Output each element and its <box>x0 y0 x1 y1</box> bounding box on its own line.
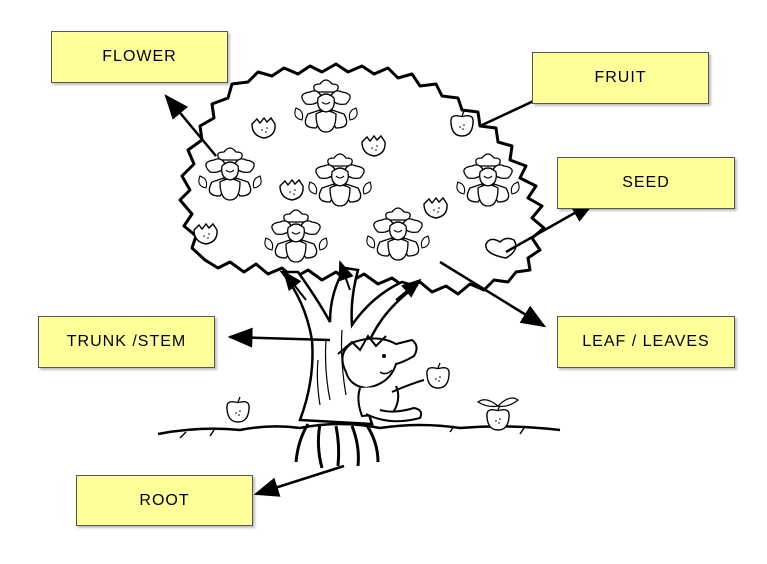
label-seed: SEED <box>557 157 735 209</box>
label-root: ROOT <box>76 475 253 526</box>
label-flower: FLOWER <box>51 31 228 83</box>
trunk-pointer <box>227 327 331 348</box>
label-trunk-stem: TRUNK /STEM <box>38 316 215 368</box>
seed-shape <box>485 237 517 259</box>
label-leaf-leaves: LEAF / LEAVES <box>557 316 735 368</box>
label-fruit: FRUIT <box>532 52 709 104</box>
flower-pointer <box>164 94 217 157</box>
tree-roots <box>294 423 380 469</box>
seed-pointer <box>505 200 597 254</box>
root-pointer <box>253 464 345 497</box>
ground-line <box>157 422 561 436</box>
boy-figure <box>337 334 450 423</box>
leaf-pointer <box>439 260 547 328</box>
